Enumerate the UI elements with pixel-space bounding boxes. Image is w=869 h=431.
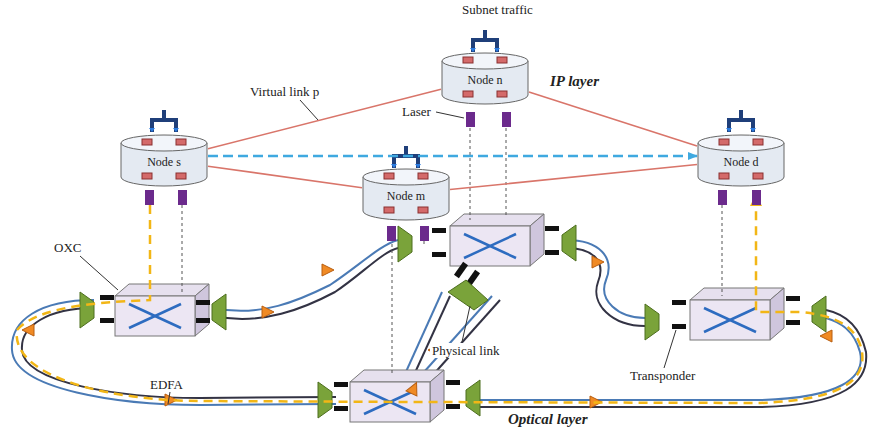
callout-label: EDFA — [148, 377, 185, 392]
node-label: Node n — [441, 73, 529, 88]
layer-title: Optical layer — [506, 412, 590, 427]
virtual-link — [450, 164, 697, 189]
callout-label: Transponder — [628, 368, 697, 383]
node-label: Node m — [362, 189, 450, 204]
ip-router-node: Node n — [441, 52, 529, 104]
ip-router-node: Node s — [120, 134, 208, 186]
callout-label: Laser — [400, 104, 433, 119]
node-label: Node d — [697, 155, 785, 170]
callout-label: Subnet traffic — [460, 2, 535, 17]
callout-label: OXC — [52, 240, 83, 255]
ip-router-node: Node m — [362, 168, 450, 220]
lightpath-arrow — [208, 155, 697, 158]
ip-router-node: Node d — [697, 134, 785, 186]
virtual-link — [208, 166, 362, 188]
virtual-link — [529, 92, 697, 146]
node-label: Node s — [120, 155, 208, 170]
layer-title: IP layer — [548, 74, 601, 89]
virtual-link — [208, 89, 441, 149]
callout-label: Virtual link p — [248, 84, 321, 99]
callout-label: Physical link — [430, 343, 502, 358]
